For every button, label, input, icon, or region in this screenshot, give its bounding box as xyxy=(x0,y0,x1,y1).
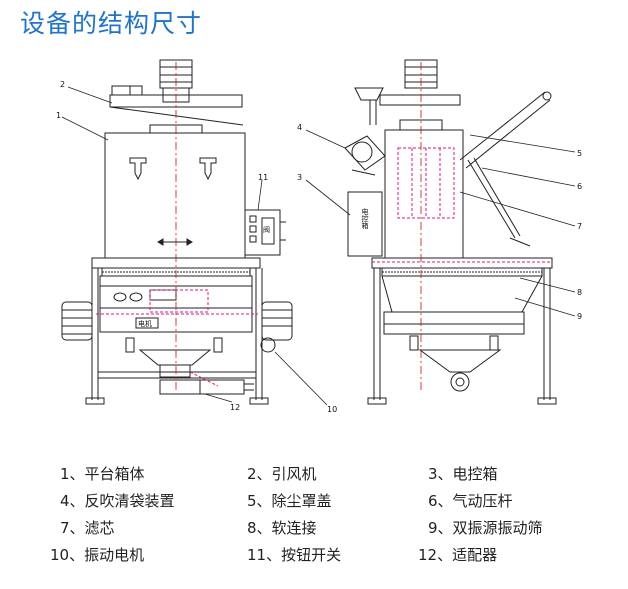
callout-8: 8 xyxy=(577,288,582,297)
callout-5: 5 xyxy=(577,149,582,158)
left-platform-box xyxy=(104,132,246,259)
motor-tag: 电机 xyxy=(138,319,152,328)
left-discharge-funnel xyxy=(138,349,212,366)
callout-9: 9 xyxy=(577,312,582,321)
callout-3: 3 xyxy=(297,173,302,182)
equipment-structure-drawing: 2 1 11 10 12 4 3 5 6 7 8 9 电控箱 电机 阀 xyxy=(56,59,582,414)
button-switch-box xyxy=(244,209,281,256)
legend-item: 8、软连接 xyxy=(247,519,317,537)
control-box-text: 电控箱 xyxy=(361,207,369,230)
legend-item: 6、气动压杆 xyxy=(428,492,513,510)
left-hanger-1 xyxy=(129,157,147,181)
right-shelf xyxy=(371,257,553,269)
legend-item: 2、引风机 xyxy=(247,465,317,483)
adapter xyxy=(159,379,245,395)
legend-item: 7、滤芯 xyxy=(60,519,115,537)
electric-control-box xyxy=(347,191,383,257)
legend-item: 12、适配器 xyxy=(418,546,498,564)
left-fan-inlet xyxy=(111,85,143,96)
right-platform-box xyxy=(384,129,464,259)
legend-item: 5、除尘罩盖 xyxy=(247,492,332,510)
legend-item: 4、反吹清袋装置 xyxy=(60,492,175,510)
right-view xyxy=(344,59,557,405)
reverse-blowing-device xyxy=(344,135,386,176)
callout-1: 1 xyxy=(56,111,61,120)
legend-item: 10、振动电机 xyxy=(50,546,145,564)
dust-cover-arm xyxy=(459,91,546,161)
callout-11: 11 xyxy=(258,173,268,182)
double-vibrating-screen xyxy=(381,275,543,313)
callout-6: 6 xyxy=(577,182,582,191)
legend-item: 11、按钮开关 xyxy=(247,546,342,564)
callout-12: 12 xyxy=(230,403,240,412)
left-view xyxy=(61,59,293,405)
valve-tag: 阀 xyxy=(263,225,270,234)
leader-lines xyxy=(61,86,576,406)
callout-4: 4 xyxy=(297,123,302,132)
callout-7: 7 xyxy=(577,222,582,231)
right-fan-motor xyxy=(404,59,438,89)
callout-10: 10 xyxy=(327,405,337,414)
page-title: 设备的结构尺寸 xyxy=(20,9,203,38)
legend-item: 3、电控箱 xyxy=(428,465,498,483)
callout-2: 2 xyxy=(60,80,65,89)
left-hanger-2 xyxy=(199,157,217,181)
legend-item: 1、平台箱体 xyxy=(60,465,145,483)
left-vibration-motor-2 xyxy=(260,301,293,353)
pneumatic-rod xyxy=(467,159,516,239)
right-discharge-funnel xyxy=(418,349,502,373)
legend-item: 9、双振源振动筛 xyxy=(428,519,543,537)
left-vibration-motor-1 xyxy=(61,301,93,341)
